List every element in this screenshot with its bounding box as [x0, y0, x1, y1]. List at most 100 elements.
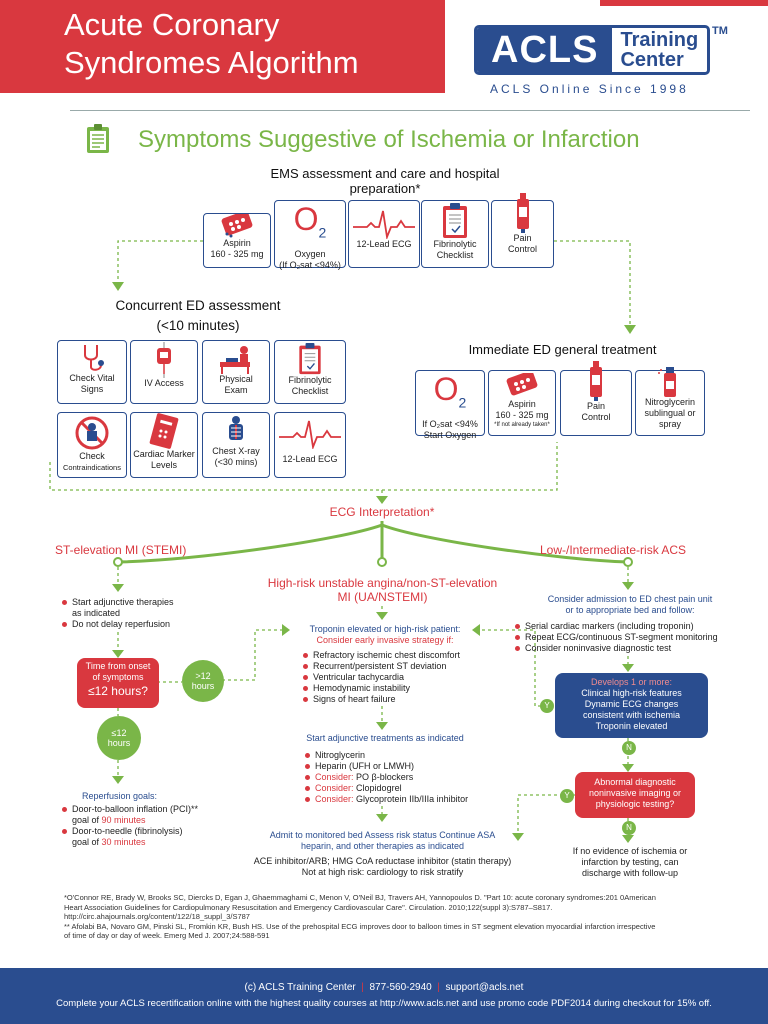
tagline: ACLS Online Since 1998	[490, 82, 689, 96]
criterion: Signs of heart failure	[303, 694, 493, 705]
nitro-line1: Nitroglycerin	[644, 397, 695, 407]
immediate-aspirin[interactable]: Aspirin 160 - 325 mg *If not already tak…	[488, 370, 556, 436]
troponin-line1: Troponin elevated or high-risk patient:	[309, 624, 461, 634]
footer-contact: (c) ACLS Training Center | 877-560-2940 …	[0, 982, 768, 993]
develops-yes: Y	[540, 699, 554, 713]
stemi-bullet-cont-text: as indicated	[72, 608, 121, 618]
header-stripe	[600, 0, 768, 6]
xray-icon	[229, 416, 243, 440]
treatment: Consider: Glycoprotein IIb/IIIa inhibito…	[305, 794, 505, 805]
ems-aspirin[interactable]: Aspirin 160 - 325 mg	[203, 213, 271, 268]
abnormal-no: N	[622, 821, 636, 835]
goal-fibrinolysis-value: 30 minutes	[101, 837, 146, 847]
ems-ecg-line1: 12-Lead ECG	[356, 239, 412, 249]
criterion: Recurrent/persistent ST deviation	[303, 661, 493, 672]
immediate-oxygen-line2: Start Oxygen	[423, 430, 477, 441]
ems-fibrinolytic-line2: Checklist	[436, 250, 474, 260]
symptoms-title: Symptoms Suggestive of Ischemia or Infar…	[138, 126, 640, 153]
concurrent-physical-exam[interactable]: Physical Exam	[202, 340, 270, 404]
gt12-hours-circle[interactable]: >12 hours	[182, 660, 224, 702]
ref1-link[interactable]: http://circ.ahajournals.org/content/122/…	[64, 912, 250, 921]
footer-separator: |	[361, 982, 364, 993]
treatment: Consider: Clopidogrel	[305, 783, 505, 794]
concurrent-cardiac-markers[interactable]: Cardiac Marker Levels	[130, 412, 198, 478]
develops-box[interactable]: Develops 1 or more: Clinical high-risk f…	[555, 673, 708, 738]
immediate-nitroglycerin[interactable]: Nitroglycerin sublingual or spray	[635, 367, 705, 436]
oxygen-sub: 2	[318, 224, 327, 241]
title-line-2: Syndromes Algorithm	[64, 45, 359, 80]
treatment-text: Glycoprotein IIb/IIIa inhibitor	[356, 794, 469, 804]
nitro-spray-icon	[658, 367, 676, 397]
ems-fibrinolytic[interactable]: Fibrinolytic Checklist	[421, 200, 489, 268]
chest-xray-line1: Chest X-ray	[212, 446, 260, 456]
vital-signs-line1: Check Vital	[69, 373, 115, 383]
ems-heading: EMS assessment and care and hospital pre…	[230, 166, 540, 196]
flow-connectors	[49, 240, 636, 843]
immediate-pain-control[interactable]: Pain Control	[560, 361, 632, 436]
footer-email[interactable]: support@acls.net	[445, 982, 524, 993]
pill-pack-icon	[506, 373, 538, 396]
abnormal-testing-box[interactable]: Abnormal diagnostic noninvasive imaging …	[575, 772, 695, 818]
ecg-icon	[279, 420, 341, 449]
immediate-pain-line1: Pain	[586, 401, 605, 411]
concurrent-ecg[interactable]: 12-Lead ECG	[274, 412, 346, 478]
fibrinolytic-line1: Fibrinolytic	[288, 375, 332, 385]
concurrent-contraindications[interactable]: Check Contraindications	[57, 412, 127, 478]
immediate-oxygen[interactable]: O2 If O₂sat <94% Start Oxygen	[415, 370, 485, 440]
abnormal-line3: physiologic testing?	[595, 799, 675, 809]
cardiac-markers-line1: Cardiac Marker	[133, 449, 195, 459]
pain-control-icon	[516, 193, 529, 233]
physical-exam-line2: Exam	[224, 385, 248, 395]
chest-xray-line2: (<30 mins)	[214, 457, 258, 467]
ems-heading-line1: EMS assessment and care and hospital	[270, 166, 500, 181]
footer-phone[interactable]: 877-560-2940	[369, 982, 432, 993]
ems-pain-control[interactable]: Pain Control	[491, 193, 554, 268]
abnormal-line1: Abnormal diagnostic	[594, 777, 676, 787]
time-box-line2: of symptoms	[92, 672, 144, 682]
divider	[70, 110, 750, 111]
time-box-line1: Time from onset	[85, 661, 151, 671]
ems-oxygen-line2: (If O₂sat <94%)	[279, 260, 341, 271]
acls-logo[interactable]: ACLS Training Center	[474, 25, 710, 75]
concurrent-fibrinolytic[interactable]: Fibrinolytic Checklist	[274, 340, 346, 404]
oxygen-icon: O2	[275, 202, 345, 249]
stemi-bullets: Start adjunctive therapies as indicated …	[62, 597, 212, 630]
treatment: Nitroglycerin	[305, 750, 505, 761]
ems-ecg[interactable]: 12-Lead ECG	[348, 200, 420, 268]
logo-training-text: Training	[620, 29, 699, 51]
develops-item: consistent with ischemia	[582, 710, 681, 720]
adjunct-treatments: Nitroglycerin Heparin (UFH or LMWH) Cons…	[305, 750, 505, 805]
lowrisk-consider: Consider admission to ED chest pain unit…	[520, 594, 740, 616]
lowrisk-bullet: Serial cardiac markers (including tropon…	[515, 621, 745, 632]
consider-label: Consider:	[315, 783, 354, 793]
admit-line1: Admit to monitored bed Assess risk statu…	[269, 830, 496, 840]
oxygen-o: O	[293, 201, 319, 237]
le12-line2: hours	[107, 738, 131, 748]
ems-oxygen-line1: Oxygen	[294, 249, 326, 260]
concurrent-chest-xray[interactable]: Chest X-ray (<30 mins)	[202, 412, 270, 478]
ems-oxygen[interactable]: O2 Oxygen (If O₂sat <94%)	[274, 200, 346, 271]
criterion: Refractory ischemic chest discomfort	[303, 650, 493, 661]
goal-pci-value: 90 minutes	[101, 815, 146, 825]
lowrisk-bullet: Repeat ECG/continuous ST-segment monitor…	[515, 632, 745, 643]
ems-pain-line2: Control	[507, 244, 537, 254]
consider-label: Consider:	[315, 794, 354, 804]
pill-pack-icon	[221, 214, 253, 238]
abnormal-line2: noninvasive imaging or	[588, 788, 682, 798]
page-title: Acute Coronary Syndromes Algorithm	[64, 6, 444, 82]
header-banner	[0, 0, 445, 93]
time-from-onset-box[interactable]: Time from onset of symptoms ≤12 hours?	[77, 658, 159, 708]
reperfusion-goals: Door-to-balloon inflation (PCI)** goal o…	[62, 804, 262, 848]
ems-aspirin-line2: 160 - 325 mg	[210, 249, 264, 259]
contraindications-line2: Contraindications	[63, 463, 121, 472]
immediate-heading: Immediate ED general treatment	[468, 342, 657, 357]
adjunct-title: Start adjunctive treatments as indicated	[306, 733, 464, 743]
lowrisk-consider-line1: Consider admission to ED chest pain unit	[547, 594, 713, 604]
nstemi-heading-line1: High-risk unstable angina/non-ST-elevati…	[267, 576, 498, 590]
iv-access-label: IV Access	[144, 378, 184, 388]
concurrent-iv-access[interactable]: IV Access	[130, 340, 198, 404]
le12-hours-circle[interactable]: ≤12 hours	[97, 716, 141, 760]
nstemi-heading-line2: MI (UA/NSTEMI)	[337, 590, 428, 604]
concurrent-vital-signs[interactable]: Check Vital Signs	[57, 340, 127, 404]
reperfusion-goals-title: Reperfusion goals:	[82, 791, 158, 801]
